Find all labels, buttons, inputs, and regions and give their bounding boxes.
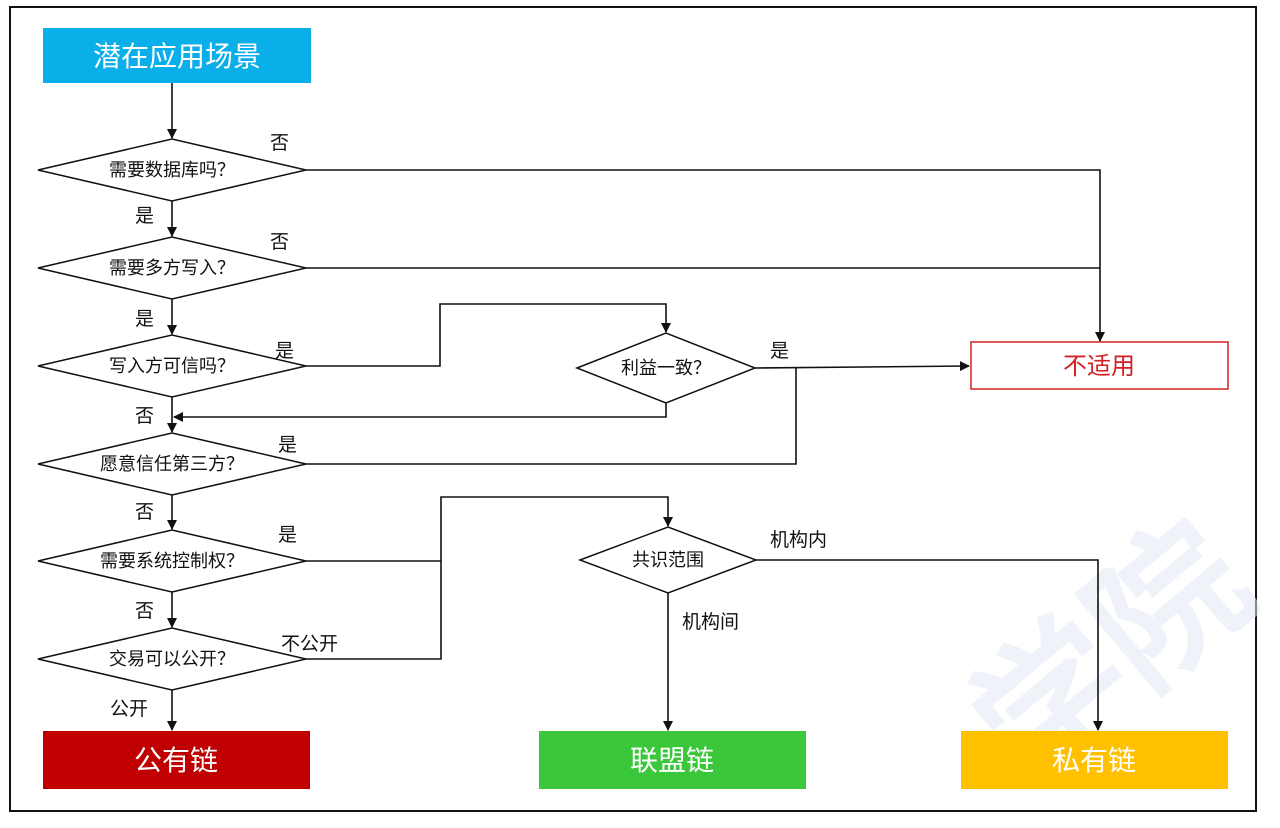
edge-d1-no-to-na [306,169,1105,342]
outcome-private-chain-label: 私有链 [1052,744,1136,777]
diagram-frame [9,6,1257,812]
outcome-consortium-chain-label: 联盟链 [630,744,714,777]
label-d6-no: 否 [135,600,154,622]
outcome-public-chain-label: 公有链 [134,744,218,777]
decision-system-control-label: 需要系统控制权？ [100,551,244,572]
decision-trust-third-party-label: 愿意信任第三方？ [100,454,244,475]
decision-tx-public-label: 交易可以公开？ [109,649,235,670]
edge-d3-yes-to-d4 [306,303,671,367]
outcome-not-applicable-label: 不适用 [1063,352,1135,380]
label-d2-no: 否 [270,231,289,253]
outcome-consortium-chain [539,731,806,789]
label-d1-yes: 是 [135,205,154,227]
edge-d8-within-to-private [756,559,1103,731]
label-d3-yes: 是 [275,340,294,362]
label-d8-within: 机构内 [770,529,827,551]
decision-need-database-label: 需要数据库吗？ [109,160,235,181]
label-d7-public: 公开 [110,698,148,720]
label-d4-yes: 是 [770,340,789,362]
start-box [43,28,311,83]
label-d1-no: 否 [270,132,289,154]
edge-d5-yes-to-na [306,367,797,465]
label-d2-yes: 是 [135,308,154,330]
decision-multi-writer-label: 需要多方写入？ [109,258,235,279]
label-d5-no: 否 [135,501,154,523]
decision-writer-trusted-label: 写入方可信吗？ [109,356,235,377]
decision-interests-aligned-label: 利益一致？ [621,358,711,379]
label-d6-yes: 是 [278,524,297,546]
label-d5-yes: 是 [278,434,297,456]
decision-consensus-scope-label: 共识范围 [632,550,704,571]
edge-d6-yes-to-d8 [306,496,673,562]
outcome-private-chain [961,731,1228,789]
edge-d4-no-to-d5 [173,403,667,422]
edge-d7-no-to-d8 [306,561,442,660]
label-d3-no: 否 [135,405,154,427]
outcome-not-applicable [970,341,1229,390]
label-d8-between: 机构间 [682,611,739,633]
outcome-public-chain [43,731,310,789]
label-d7-not-public: 不公开 [281,633,338,655]
start-label: 潜在应用场景 [93,40,261,73]
edge-d4-yes-to-na [754,361,970,372]
